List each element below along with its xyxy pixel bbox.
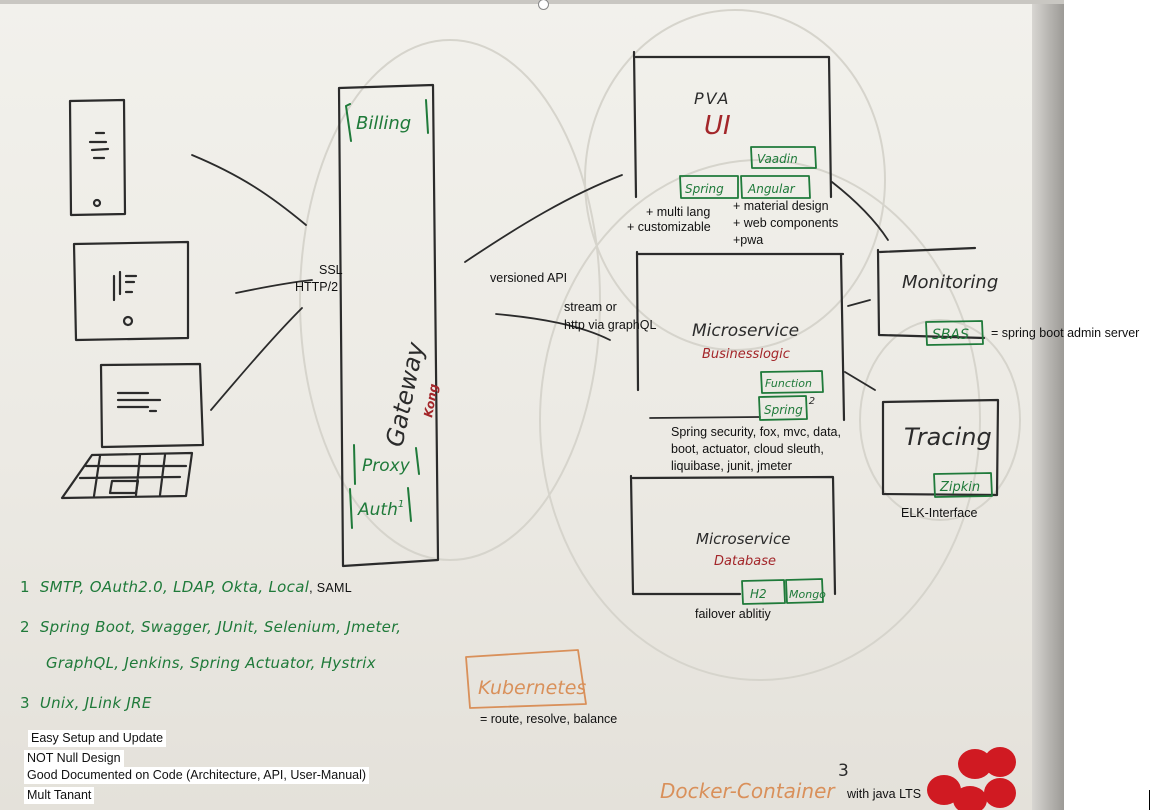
- http2-note: HTTP/2: [295, 280, 339, 294]
- billing-label: Billing: [356, 113, 411, 134]
- pva-label: PVA: [694, 89, 730, 108]
- sbas-meaning-note: = spring boot admin server: [991, 326, 1140, 340]
- gateway-label: Gateway: [380, 339, 430, 449]
- resize-handle[interactable]: [538, 0, 549, 10]
- bottom-note-2: NOT Null Design: [24, 750, 124, 767]
- kong-label: Kong: [421, 382, 441, 418]
- vaadin-label: Vaadin: [757, 152, 798, 166]
- zipkin-label: Zipkin: [939, 480, 980, 495]
- kubernetes-label: Kubernetes: [478, 677, 586, 699]
- function-label: Function: [765, 377, 812, 390]
- device-tablet-icon: [72, 240, 190, 342]
- auth-box: [349, 487, 412, 529]
- zipkin-badge: [933, 472, 993, 498]
- tracing-container: [881, 398, 1000, 497]
- spring-stack-note-3: liquibase, junit, jmeter: [671, 459, 792, 473]
- ssl-note: SSL: [319, 263, 343, 277]
- gateway-connectors: [464, 174, 623, 341]
- h2-label: H2: [750, 587, 767, 601]
- docker-label: Docker-Container: [660, 779, 836, 803]
- monitoring-container: [876, 246, 986, 340]
- ui-label: UI: [704, 111, 731, 141]
- text-cursor: [1149, 790, 1150, 810]
- java-lts-note: with java LTS: [847, 787, 922, 801]
- mongo-label: Mongo: [789, 588, 826, 601]
- billing-box: [345, 99, 429, 142]
- spring-stack-note-2: boot, actuator, cloud sleuth,: [671, 442, 824, 456]
- client-connectors: [191, 154, 313, 411]
- whiteboard-frame-right: [1032, 4, 1064, 810]
- bottom-note-4: Mult Tanant: [24, 787, 95, 804]
- versioned-api-note: versioned API: [490, 271, 568, 285]
- device-laptop-icon: [60, 362, 205, 500]
- pwa-note: +pwa: [733, 233, 764, 247]
- elk-note: ELK-Interface: [901, 506, 978, 520]
- failover-note: failover ablitiy: [695, 607, 771, 621]
- device-phone-icon: [68, 98, 127, 217]
- whiteboard-frame-top: [0, 0, 1064, 4]
- service-connectors: [831, 181, 889, 391]
- microservice-db-label: Microservice: [696, 530, 790, 548]
- stream-or-note: stream or: [564, 300, 617, 314]
- bottom-note-3: Good Documented on Code (Architecture, A…: [24, 767, 370, 784]
- multi-lang-note: + multi lang: [646, 205, 711, 219]
- database-badges: [741, 578, 824, 605]
- businesslogic-label: Businesslogic: [702, 347, 790, 362]
- angular-label: Angular: [747, 182, 796, 196]
- gateway-container: [337, 83, 440, 568]
- customizable-note: + customizable: [627, 220, 711, 234]
- route-note: = route, resolve, balance: [480, 712, 618, 726]
- spring-bl-label: Spring2: [764, 396, 815, 417]
- pva-ui-container: [632, 50, 833, 199]
- legend-line-3: GraphQL, Jenkins, Spring Actuator, Hystr…: [46, 654, 376, 672]
- kubernetes-box: [465, 649, 587, 709]
- database-container: [629, 474, 837, 596]
- spring-ui-label: Spring: [685, 182, 724, 196]
- auth-label: Auth1: [357, 499, 404, 520]
- whiteboard: [0, 0, 1064, 810]
- monitoring-label: Monitoring: [902, 272, 998, 293]
- microservice-bl-label: Microservice: [692, 321, 799, 341]
- proxy-box: [353, 444, 420, 485]
- sbas-badge: [925, 320, 984, 346]
- businesslogic-badges: [758, 370, 824, 421]
- spring-stack-note-1: Spring security, fox, mvc, data,: [671, 425, 841, 439]
- faint-erased-shapes: [299, 9, 1021, 681]
- http-graphql-note: http via graphQL: [564, 318, 657, 332]
- tracing-label: Tracing: [904, 423, 992, 451]
- database-label: Database: [714, 554, 776, 569]
- red-magnets: [927, 747, 1016, 810]
- proxy-label: Proxy: [362, 456, 411, 476]
- ui-badges: [679, 146, 817, 199]
- web-components-note: + web components: [733, 216, 839, 230]
- material-design-note: + material design: [733, 199, 829, 213]
- sbas-label: SBAS: [932, 327, 969, 343]
- businesslogic-container: [635, 250, 846, 422]
- bottom-note-1: Easy Setup and Update: [28, 730, 167, 747]
- docker-sup-label: 3: [838, 761, 849, 781]
- architecture-sketch: Billing Gateway Kong Proxy Auth1 PVA UI …: [60, 9, 1021, 810]
